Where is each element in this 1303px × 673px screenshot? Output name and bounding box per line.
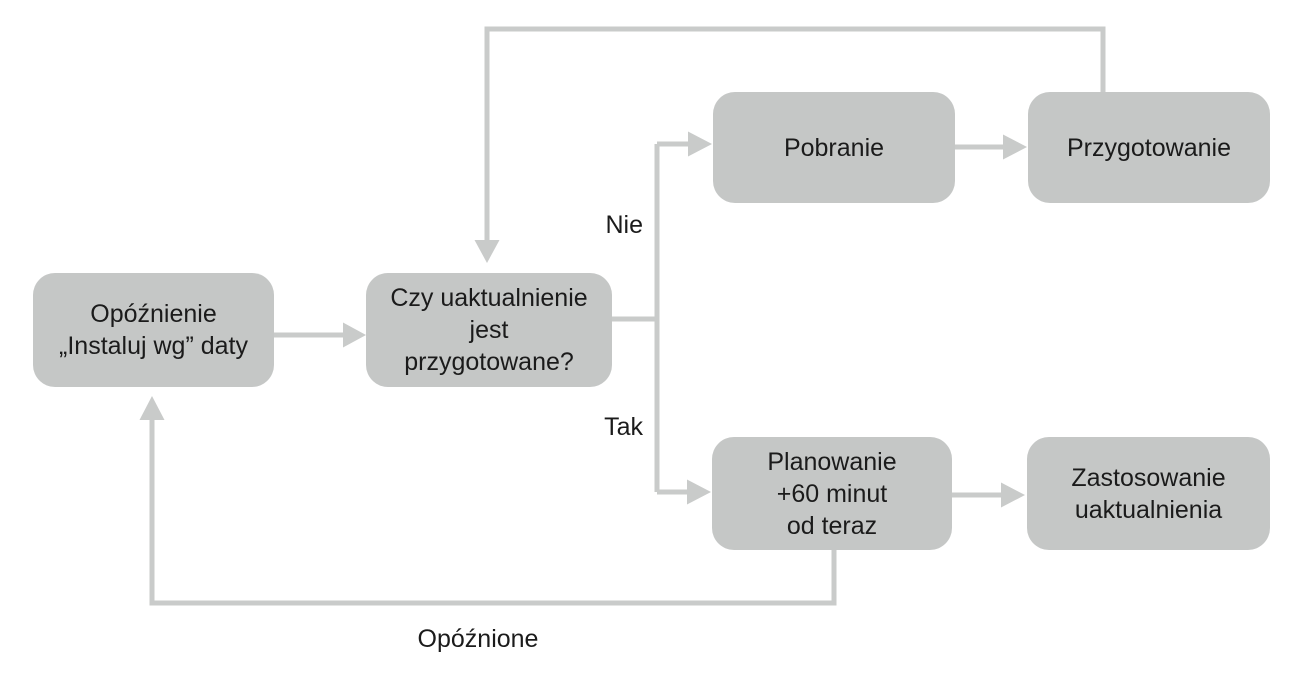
connector-delay-to-question (274, 322, 366, 348)
edge-label-delayed: Opóźnione (417, 625, 539, 653)
connector-question-branch (612, 131, 712, 505)
node-preparation: Przygotowanie (1028, 92, 1270, 203)
connector-prepare-loop-to-question (474, 26, 1106, 263)
connector-schedule-to-apply (952, 482, 1025, 508)
node-apply-update: Zastosowanie uaktualnienia (1027, 437, 1270, 550)
connector-download-to-prepare (955, 134, 1027, 160)
node-install-by-date-delay: Opóźnienie „Instaluj wg” daty (33, 273, 274, 387)
node-schedule-plus-60-minutes: Planowanie +60 minut od teraz (712, 437, 952, 550)
edge-label-no: Nie (605, 211, 643, 239)
edge-label-yes: Tak (604, 413, 643, 441)
node-update-prepared-question: Czy uaktualnienie jest przygotowane? (366, 273, 612, 387)
connector-schedule-loop-to-delay (139, 396, 837, 606)
node-download: Pobranie (713, 92, 955, 203)
